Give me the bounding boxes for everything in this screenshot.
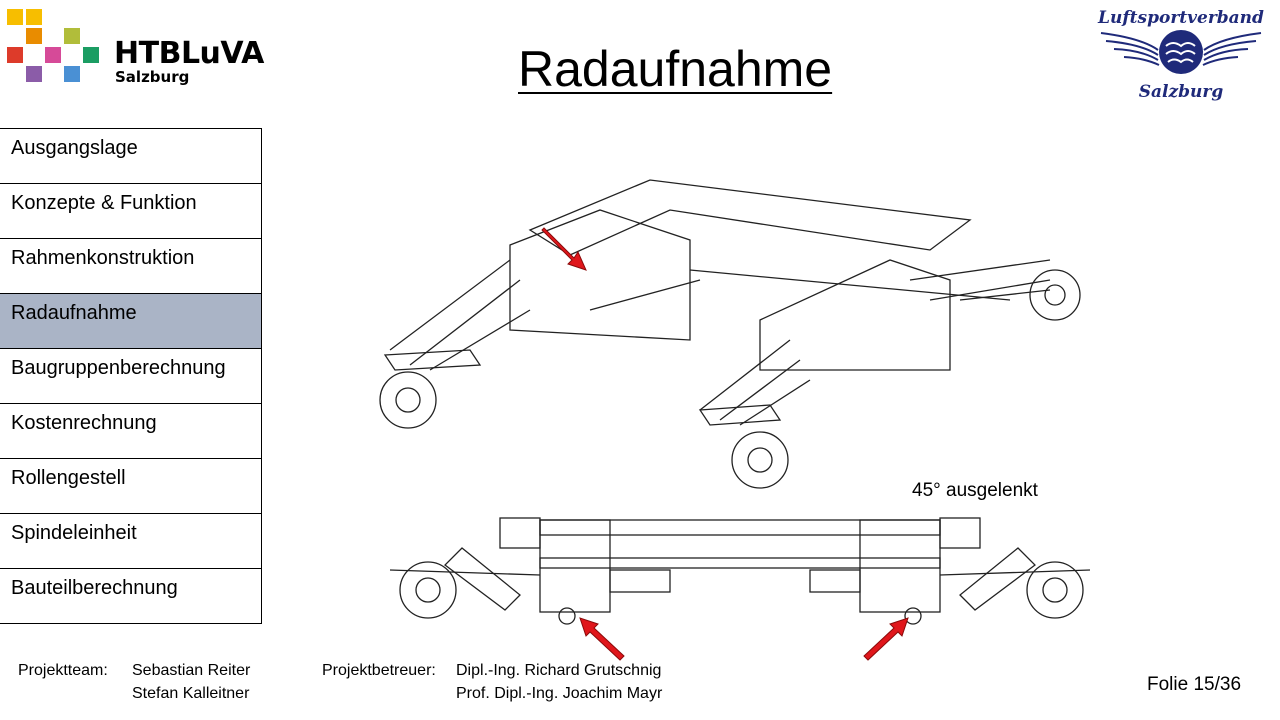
logo-square — [64, 66, 80, 82]
wheel-mount-drawing — [379, 179, 1091, 625]
page-title: Radaufnahme — [518, 41, 833, 97]
logo-square — [7, 47, 23, 63]
red-arrow-icon — [579, 617, 625, 661]
supervisor-label: Projektbetreuer: — [322, 662, 436, 679]
logo-square — [26, 28, 42, 44]
nav-item-konzepte[interactable]: Konzepte & Funktion — [0, 184, 261, 239]
logo-square — [26, 66, 42, 82]
logo-square — [45, 47, 61, 63]
section-nav: Ausgangslage Konzepte & Funktion Rahmenk… — [0, 128, 262, 624]
slide-number: Folie 15/36 — [1147, 674, 1242, 695]
logo-square — [26, 9, 42, 25]
red-arrow-icon — [863, 617, 909, 661]
team-label: Projektteam: — [18, 662, 108, 679]
deflection-annotation: 45° ausgelenkt — [912, 480, 1038, 501]
logo-text: HTBLuVA — [114, 36, 264, 71]
partner-logo-top: Luftsportverband — [1098, 8, 1264, 28]
team-member: Stefan Kalleitner — [132, 685, 250, 702]
logo-square — [83, 47, 99, 63]
supervisor: Dipl.-Ing. Richard Grutschnig — [456, 662, 662, 679]
nav-item-spindeleinheit[interactable]: Spindeleinheit — [0, 514, 261, 569]
supervisor: Prof. Dipl.-Ing. Joachim Mayr — [456, 685, 663, 702]
red-arrow-icon — [541, 227, 587, 271]
isometric-frame-view — [379, 179, 1081, 489]
nav-item-rollengestell[interactable]: Rollengestell — [0, 459, 261, 514]
team-member: Sebastian Reiter — [132, 662, 251, 679]
partner-logo-bottom: Salzburg — [1138, 82, 1224, 102]
logo-square — [7, 9, 23, 25]
wings-emblem-icon — [1100, 30, 1262, 74]
partner-logo: Luftsportverband Salzburg — [1096, 8, 1266, 102]
nav-item-rahmenkonstruktion[interactable]: Rahmenkonstruktion — [0, 239, 261, 294]
front-frame-view — [389, 517, 1091, 625]
nav-item-bauteilberechnung[interactable]: Bauteilberechnung — [0, 569, 261, 624]
nav-item-radaufnahme[interactable]: Radaufnahme — [0, 294, 261, 349]
nav-item-kostenrechnung[interactable]: Kostenrechnung — [0, 404, 261, 459]
nav-item-baugruppenberechnung[interactable]: Baugruppenberechnung — [0, 349, 261, 404]
logo-subtext: Salzburg — [115, 68, 190, 86]
nav-item-ausgangslage[interactable]: Ausgangslage — [0, 129, 261, 184]
logo-square — [64, 28, 80, 44]
